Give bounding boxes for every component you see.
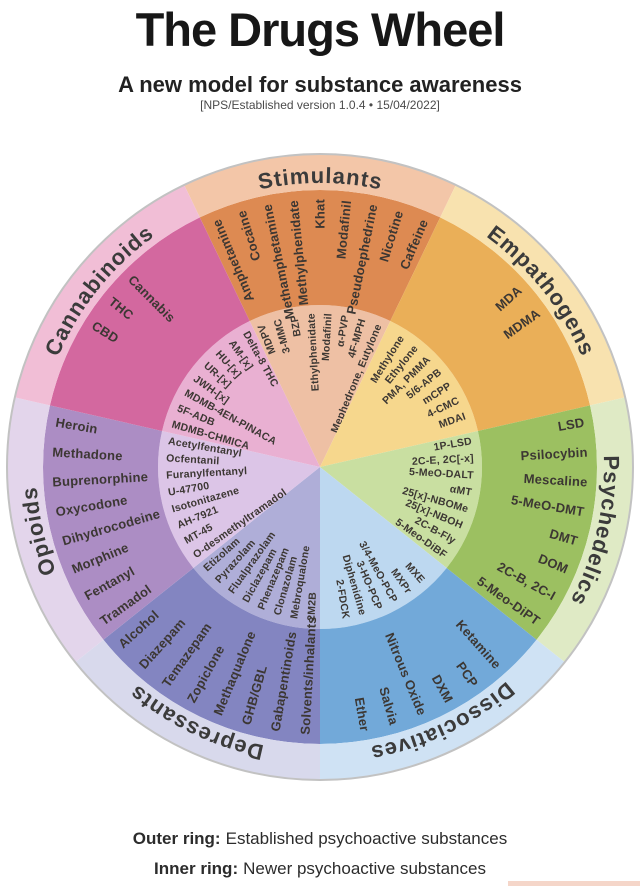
substance-label-modafinil: Modafinil [320,313,335,361]
sector-psychedelics: LSDPsilocybinMescaline5-MeO-DMTDMTDOM2C-… [320,397,633,663]
opioids-inner-ring [157,430,320,569]
sector-opioids: HeroinMethadoneBuprenorphineOxycodoneDih… [7,397,320,663]
cannabinoids-outer-ring [49,217,250,431]
substance-label-ethylphenidate: Ethylphenidate [305,313,321,392]
sector-stimulants: AmphetamineCocaineMethamphetamineMethylp… [184,154,456,467]
substance-label-ether: Ether [352,696,373,732]
legend-inner-label: Inner ring: [154,859,239,878]
empathogens-label-band [440,185,626,406]
legend-outer-label: Outer ring: [132,829,221,848]
substance-label-2m2b: 2M2B [305,591,319,621]
substance-label--pvp: α-PVP [335,314,352,348]
substance-label-methadone: Methadone [52,445,123,464]
substance-label-furanylfentanyl: Furanylfentanyl [166,465,248,482]
substance-label-heroin: Heroin [55,415,99,437]
substance-label-buprenorphine: Buprenorphine [52,469,148,489]
substance-label-solvents-inhalants: Solvents/inhalants [298,616,320,735]
substance-label-ocfentanil: Ocfentanil [166,452,220,467]
stimulants-inner-ring [249,304,391,467]
sector-depressants: AlcoholDiazepamTemazepamZopicloneMethaqu… [75,467,321,780]
cannabinoids-inner-ring [162,321,320,467]
dissociatives-label-band [320,639,565,780]
version-line: [NPS/Established version 1.0.4 • 15/04/2… [200,98,440,112]
stimulants-label-band [184,154,456,218]
dissociatives-outer-ring [320,568,537,744]
substance-label-psilocybin: Psilocybin [520,445,588,464]
substance-label-modafinil: Modafinil [333,200,354,260]
depressants-inner-ring [193,467,320,629]
legend-inner-text: Newer psychoactive substances [243,859,486,878]
substance-label-mescaline: Mescaline [523,471,588,490]
drugs-wheel-diagram: AmphetamineCocaineMethamphetamineMethylp… [6,153,634,781]
legend-outer-text: Established psychoactive substances [225,829,508,848]
opioids-outer-ring [42,405,194,640]
legend-outer-ring: Outer ring:Established psychoactive subs… [0,829,640,849]
empathogens-outer-ring [390,217,591,431]
substance-label-lsd: LSD [557,415,586,434]
legend-inner-ring: Inner ring:Newer psychoactive substances [0,859,640,879]
depressants-label-band [75,639,320,780]
stimulants-outer-ring [199,189,441,322]
decorative-edge-artifact [508,881,640,886]
page-title: The Drugs Wheel [135,3,506,56]
substance-label-5-meo-dalt: 5-MeO-DALT [409,466,475,482]
substance-label--mt: αMT [449,483,473,499]
dissociatives-inner-ring [320,467,447,629]
opioids-label-band [7,397,104,663]
substance-label-bzp: BZP [288,314,303,337]
psychedelics-inner-ring [320,430,483,569]
psychedelics-label-band [536,397,633,663]
psychedelics-outer-ring [446,405,598,640]
page-subtitle: A new model for substance awareness [118,72,522,97]
wheel-rim [6,153,634,781]
cannabinoids-label-band [14,185,200,406]
empathogens-inner-ring [320,321,478,467]
substance-label-2c-e-2c-x-: 2C-E, 2C[-x] [412,452,474,467]
depressants-outer-ring [103,568,321,744]
substance-label-khat: Khat [313,199,328,229]
